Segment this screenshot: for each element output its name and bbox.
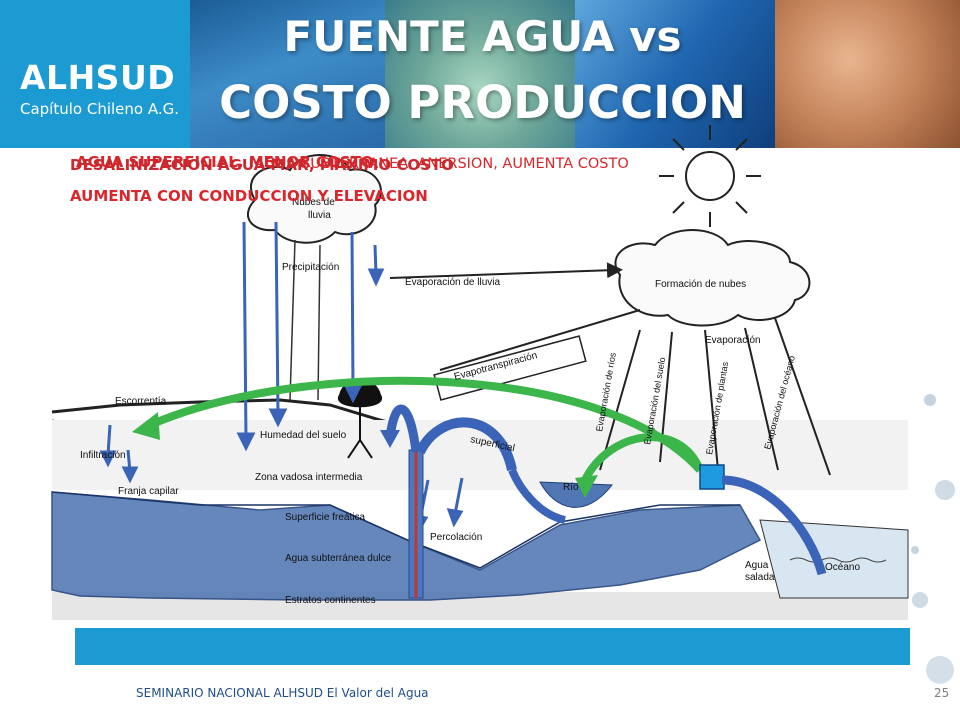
header-water-flow-image <box>575 0 775 148</box>
caption-superficial: AGUA SUPERFICIAL, MENOR COSTO <box>76 153 374 171</box>
short-green-arrow <box>581 433 704 482</box>
label-nubes: Nubes de <box>292 197 335 208</box>
label-percolacion: Percolación <box>430 532 482 543</box>
label-evaporacion-lluvia: Evaporación de lluvia <box>405 277 500 288</box>
slide-title-line-2: COSTO PRODUCCION <box>219 76 746 129</box>
caption-desalinizacion: DESALINIZACION AGUA MAR, MAXIMO COSTO <box>70 156 454 174</box>
label-zona-vadosa: Zona vadosa intermedia <box>255 472 363 483</box>
water-table <box>51 491 740 569</box>
label-franja: Franja capilar <box>118 486 179 497</box>
header-water-drops-image <box>190 0 385 148</box>
caption-subterranea: AGUA SUBTERRANEA, ANERSION, AUMENTA COST… <box>255 156 629 172</box>
well-left-arrow <box>385 404 421 453</box>
long-green-arrow <box>148 376 703 473</box>
label-oceano: Océano <box>825 562 860 573</box>
slide-number: 25 <box>934 686 950 700</box>
rain-evaporation-arrow <box>389 262 623 279</box>
label-superficie-freatica: Superficie freática <box>285 512 365 523</box>
label-escorrentia: Escorrentía <box>115 396 167 407</box>
footer-blue-band <box>75 628 910 665</box>
river-arrow <box>508 468 567 524</box>
label-agua-subterranea: Agua subterránea dulce <box>285 553 392 564</box>
header-leaf-water-image <box>385 0 575 148</box>
caption-conduccion: AUMENTA CON CONDUCCION Y ELEVACION <box>70 187 428 205</box>
label-precipitacion: Precipitación <box>282 262 339 273</box>
label-lluvia: lluvia <box>308 210 331 221</box>
well-left-arrowhead <box>380 430 400 448</box>
water-splash-decoration <box>911 394 955 684</box>
slide-title-line-1: FUENTE AGUA vs <box>283 12 682 61</box>
desalination-plant <box>699 464 725 490</box>
rain-arrows <box>236 221 385 452</box>
header-copper-drops-image <box>775 0 960 148</box>
sun-icon <box>659 125 761 227</box>
well-right-arrow <box>415 417 517 472</box>
evaporation-lines <box>599 317 831 476</box>
label-estratos: Estratos continentes <box>285 595 376 606</box>
label-rio: Río <box>563 482 579 493</box>
long-green-arrowhead <box>132 412 160 440</box>
river-pool <box>539 481 613 508</box>
precipitation-lines <box>289 239 321 401</box>
footer-text: SEMINARIO NACIONAL ALHSUD El Valor del A… <box>136 686 429 700</box>
header: ALHSUD Capítulo Chileno A.G. FUENTE AGUA… <box>0 0 960 148</box>
ocean-intake-arrow <box>721 475 827 576</box>
evapotranspiration-arrow <box>439 309 641 371</box>
label-formacion-nubes: Formación de nubes <box>655 279 746 290</box>
well-pipe <box>408 449 424 599</box>
logo-subtitle: Capítulo Chileno A.G. <box>20 100 180 118</box>
ocean-waves <box>789 557 887 563</box>
formation-cloud <box>614 229 811 327</box>
short-green-arrowhead <box>575 475 598 498</box>
logo: ALHSUD Capítulo Chileno A.G. <box>0 0 190 148</box>
label-agua-salada-2: salada <box>745 572 775 583</box>
label-humedad: Humedad del suelo <box>260 430 347 441</box>
label-agua-salada-1: Agua <box>745 560 769 571</box>
logo-name: ALHSUD <box>20 58 176 97</box>
label-infiltracion: Infiltración <box>80 450 126 461</box>
soil-layer <box>52 420 908 490</box>
label-evaporacion: Evaporación <box>705 335 761 346</box>
